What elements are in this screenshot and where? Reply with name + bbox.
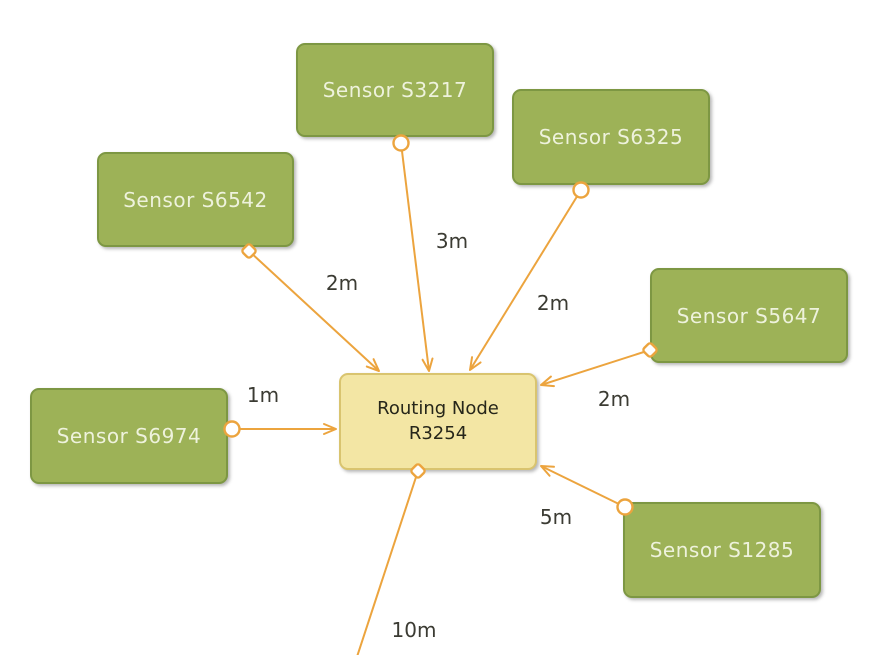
sensor-s5647-label: Sensor S5647 xyxy=(676,303,822,328)
edge-s5647-to-r3254 xyxy=(540,349,651,388)
node-sensor-s6974[interactable]: Sensor S6974 xyxy=(30,388,228,484)
router-label-line1: Routing Node xyxy=(377,398,499,420)
router-label-line2: R3254 xyxy=(408,422,468,444)
edge-label-s6325: 2m xyxy=(537,291,569,315)
sensor-s1285-label: Sensor S1285 xyxy=(649,538,795,562)
edge-r3254-to-offscreen xyxy=(356,470,419,655)
edge-label-r3254-south: 10m xyxy=(392,618,437,642)
edge-s6542-to-r3254 xyxy=(248,250,380,372)
circle-connector-icon-s3217[interactable] xyxy=(392,134,410,152)
edge-label-s5647: 2m xyxy=(598,387,630,411)
edge-label-s6542: 2m xyxy=(326,271,358,295)
sensor-s6974-label: Sensor S6974 xyxy=(56,424,202,448)
node-router-r3254[interactable]: Routing Node R3254 xyxy=(339,373,537,470)
node-sensor-s5647[interactable]: Sensor S5647 xyxy=(650,268,848,363)
edge-label-s3217: 3m xyxy=(436,229,468,253)
edge-s1285-to-r3254 xyxy=(540,465,626,508)
edge-s6325-to-r3254 xyxy=(469,189,582,371)
edge-label-s6974: 1m xyxy=(247,383,279,407)
node-sensor-s6325[interactable]: Sensor S6325 xyxy=(512,89,710,185)
sensor-s3217-label: Sensor S3217 xyxy=(322,78,468,102)
edge-s3217-to-r3254 xyxy=(400,142,434,372)
node-sensor-s3217[interactable]: Sensor S3217 xyxy=(296,43,494,137)
node-sensor-s6542[interactable]: Sensor S6542 xyxy=(97,152,294,247)
sensor-s6325-label: Sensor S6325 xyxy=(538,125,684,149)
sensor-s6542-label: Sensor S6542 xyxy=(123,187,268,212)
edge-label-s1285: 5m xyxy=(540,505,572,529)
node-sensor-s1285[interactable]: Sensor S1285 xyxy=(623,502,821,598)
